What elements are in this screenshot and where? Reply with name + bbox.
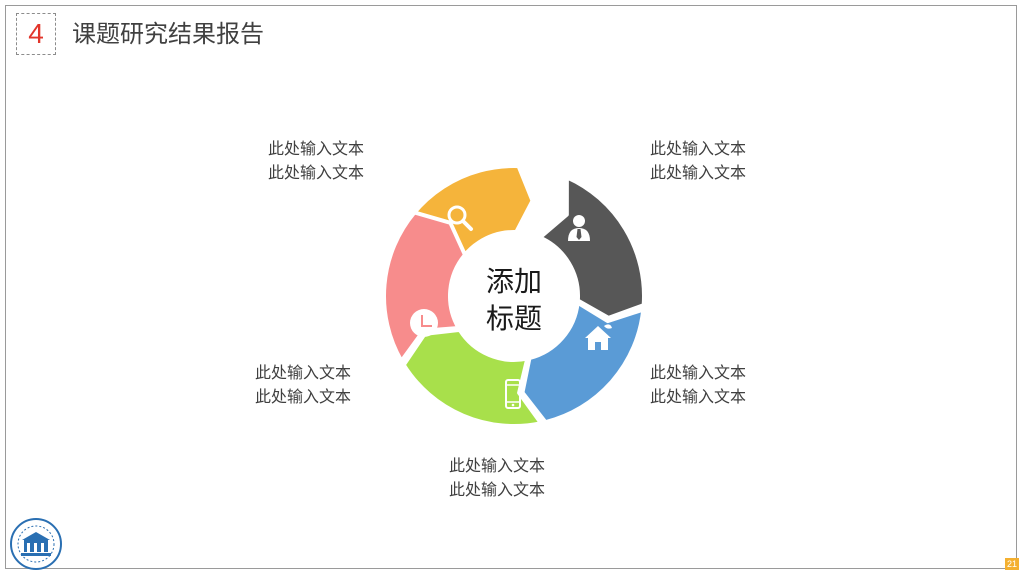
text-line: 此处输入文本 <box>650 363 747 382</box>
person-icon <box>568 215 590 241</box>
house-icon <box>585 324 612 350</box>
center-circle <box>450 232 578 360</box>
section-number: 4 <box>28 18 44 49</box>
center-title-line2: 标题 <box>486 302 542 335</box>
text-line: 此处输入文本 <box>268 139 365 158</box>
page-number: 21 <box>1005 558 1019 570</box>
text-block-top-left: 此处输入文本 此处输入文本 <box>268 137 364 185</box>
section-number-badge: 4 <box>16 13 56 55</box>
text-line: 此处输入文本 <box>650 139 747 158</box>
text-line: 此处输入文本 <box>650 387 747 406</box>
university-seal-logo <box>10 518 62 570</box>
text-line: 此处输入文本 <box>255 387 352 406</box>
text-block-left: 此处输入文本 此处输入文本 <box>255 361 351 409</box>
phone-icon <box>505 379 521 409</box>
text-block-top-right: 此处输入文本 此处输入文本 <box>650 137 746 185</box>
text-line: 此处输入文本 <box>449 480 546 499</box>
text-block-bottom-right: 此处输入文本 此处输入文本 <box>650 361 746 409</box>
text-line: 此处输入文本 <box>449 456 546 475</box>
slide-frame <box>5 5 1017 569</box>
clock-icon <box>410 309 438 337</box>
page-title: 课题研究结果报告 <box>72 20 264 48</box>
text-line: 此处输入文本 <box>255 363 352 382</box>
text-block-bottom: 此处输入文本 此处输入文本 <box>449 454 545 502</box>
text-line: 此处输入文本 <box>650 163 747 182</box>
text-line: 此处输入文本 <box>268 163 365 182</box>
search-icon <box>447 205 473 231</box>
center-title-line1: 添加 <box>486 265 542 298</box>
